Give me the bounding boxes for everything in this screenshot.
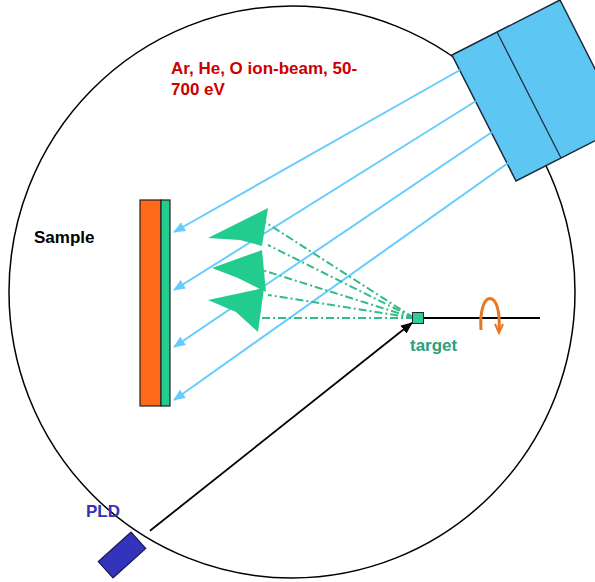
beam-label: Ar, He, O ion-beam, 50-700 eV [171,58,366,101]
ion-beams [174,70,508,400]
ion-source [452,0,595,181]
node-label: PLD [86,502,120,522]
node-label: Sample [34,228,94,248]
laser-beam [150,323,412,531]
target-shape [412,312,424,324]
node-label: target [410,336,457,356]
pld-laser-shape [94,528,150,578]
ion-source-face [497,32,561,158]
pld-laser: PLD [94,528,150,578]
sample-plate-shape [140,200,171,406]
target: target [412,312,424,324]
plume-lines [262,222,414,318]
sample-plate: Sample [140,200,171,406]
plume [208,208,268,332]
rotation-arrow [495,324,503,333]
